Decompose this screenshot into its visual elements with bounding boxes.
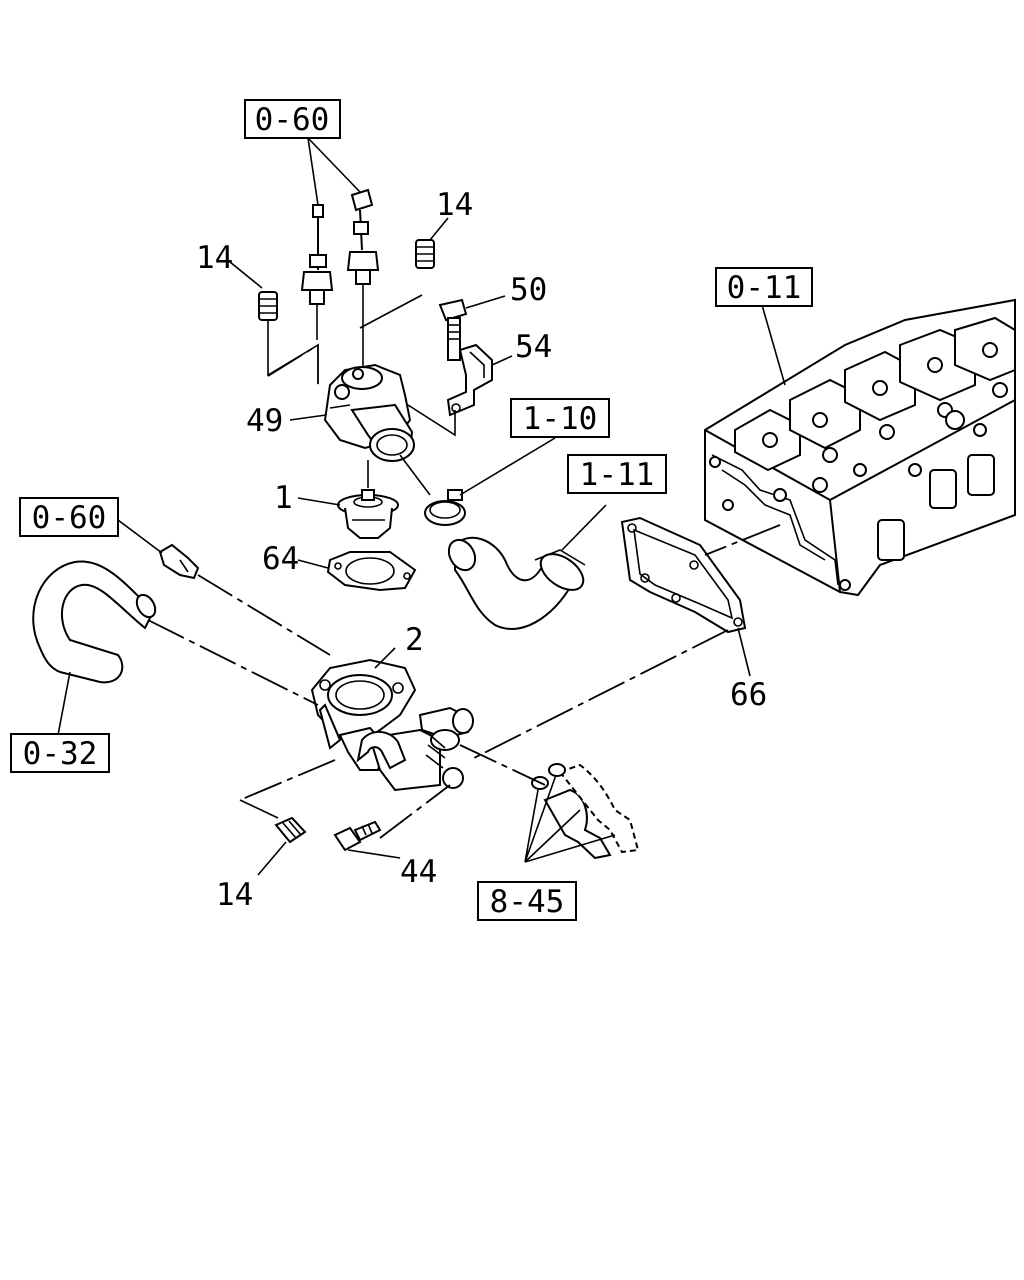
part-number-1: 1 xyxy=(274,480,293,516)
ref-box-0-60-left: 0-60 xyxy=(19,497,119,537)
ref-label-1-11: 1-11 xyxy=(580,457,655,493)
part-number-50: 50 xyxy=(510,272,547,308)
ref-box-0-11: 0-11 xyxy=(715,267,813,307)
cylinder-head-drawing xyxy=(704,298,1016,597)
ref-box-0-32: 0-32 xyxy=(10,733,110,773)
bypass-hose-drawing xyxy=(32,560,157,736)
gasket-64-drawing xyxy=(297,551,417,592)
plug-top-right-drawing xyxy=(359,239,435,329)
sensor-left-lower-drawing xyxy=(117,519,200,580)
hose-clamp-drawing xyxy=(399,437,556,526)
part-number-14-bottom: 14 xyxy=(216,877,253,913)
ref-box-8-45: 8-45 xyxy=(477,881,577,921)
bracket-54-drawing xyxy=(407,343,513,437)
bolt-50-drawing xyxy=(438,295,506,361)
alignment-lines xyxy=(147,343,781,839)
part-number-14-top-left: 14 xyxy=(196,240,233,276)
thermostat-1-drawing xyxy=(297,489,399,539)
part-number-2: 2 xyxy=(405,622,424,658)
sensor-right-drawing xyxy=(346,188,380,375)
ref-label-0-32: 0-32 xyxy=(23,736,98,772)
plug-bottom-drawing xyxy=(239,799,307,876)
housing-2-drawing xyxy=(310,647,474,792)
hose-drawing xyxy=(447,504,607,630)
ref-label-0-60-left: 0-60 xyxy=(32,500,107,536)
part-number-66: 66 xyxy=(730,677,767,713)
ref-box-1-11: 1-11 xyxy=(567,454,667,494)
ref-box-1-10: 1-10 xyxy=(510,398,610,438)
ref-label-0-11: 0-11 xyxy=(727,270,802,306)
pipes-drawing xyxy=(524,763,640,863)
part-number-44: 44 xyxy=(400,854,437,890)
bolt-44-drawing xyxy=(333,820,401,859)
part-number-14-top-right: 14 xyxy=(436,187,473,223)
gasket-66-drawing xyxy=(620,516,751,677)
part-number-49: 49 xyxy=(246,403,283,439)
ref-label-0-60-top: 0-60 xyxy=(255,102,330,138)
ref-label-8-45: 8-45 xyxy=(490,884,565,920)
ref-box-0-60-top: 0-60 xyxy=(244,99,341,139)
part-number-64: 64 xyxy=(262,541,299,577)
housing-49-drawing xyxy=(289,363,415,488)
sensor-left-drawing xyxy=(300,204,334,340)
ref-label-1-10: 1-10 xyxy=(523,401,598,437)
part-number-54: 54 xyxy=(515,329,552,365)
